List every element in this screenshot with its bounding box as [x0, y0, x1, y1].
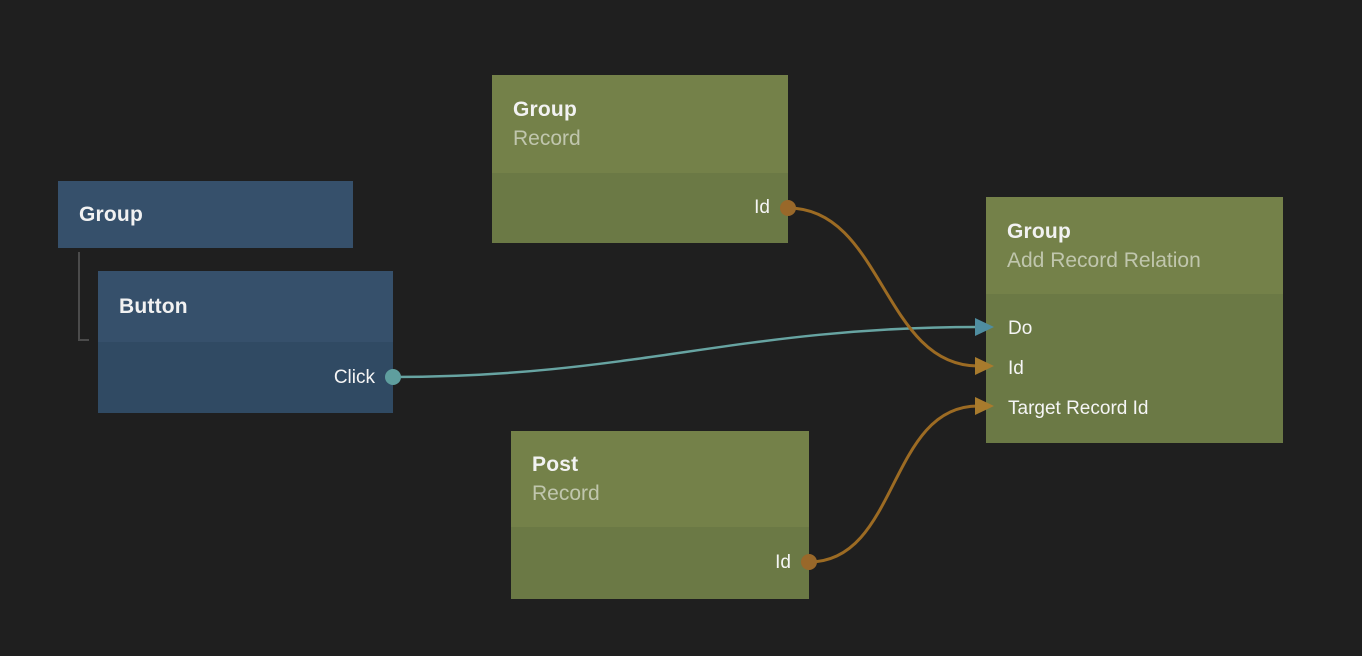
input-row-id[interactable]: Id	[986, 349, 1283, 389]
port-label: Do	[1008, 317, 1033, 339]
node-header: Group Record	[492, 75, 788, 173]
port-label: Target Record Id	[1008, 397, 1149, 419]
input-arrow-do[interactable]	[975, 318, 994, 336]
node-header: Button	[98, 271, 393, 342]
input-arrow-id[interactable]	[975, 357, 994, 375]
wire-click-to-do[interactable]	[392, 325, 979, 379]
node-title: Group	[513, 98, 577, 121]
output-row-id[interactable]: Id	[511, 543, 809, 583]
node-header: Post Record	[511, 431, 809, 527]
wire-group-id-to-id[interactable]	[787, 206, 979, 368]
port-label: Id	[775, 552, 791, 573]
wire-post-id-to-target-record-id[interactable]	[808, 404, 979, 564]
output-row-id[interactable]: Id	[492, 188, 788, 228]
node-group-container[interactable]: Group	[58, 181, 353, 248]
node-group-add-record-relation[interactable]: Group Add Record Relation Do Id Target R…	[986, 197, 1283, 443]
node-header: Group	[58, 181, 353, 248]
port-label: Click	[333, 366, 375, 388]
node-subtitle: Add Record Relation	[1007, 248, 1201, 272]
node-subtitle: Record	[532, 482, 600, 505]
node-button[interactable]: Button Click	[98, 271, 393, 413]
node-title: Group	[1007, 219, 1071, 243]
port-label: Id	[1008, 357, 1024, 379]
node-header: Group Add Record Relation	[986, 197, 1283, 294]
input-row-target-record-id[interactable]: Target Record Id	[986, 389, 1283, 429]
node-title: Button	[119, 295, 188, 318]
output-port-group-record-id[interactable]	[780, 200, 796, 216]
input-arrow-target-record-id[interactable]	[975, 397, 994, 415]
node-title: Group	[79, 203, 143, 226]
port-label: Id	[754, 197, 770, 218]
output-port-click[interactable]	[385, 369, 401, 385]
node-subtitle: Record	[513, 127, 581, 150]
node-body: Do Id Target Record Id	[986, 294, 1283, 443]
input-row-do[interactable]: Do	[986, 309, 1283, 349]
parent-child-link-line	[78, 252, 89, 341]
output-port-post-record-id[interactable]	[801, 554, 817, 570]
node-post-record[interactable]: Post Record Id	[511, 431, 809, 599]
node-group-record[interactable]: Group Record Id	[492, 75, 788, 243]
output-row-click[interactable]: Click	[98, 358, 393, 398]
node-body: Click	[98, 342, 393, 413]
node-body: Id	[492, 173, 788, 243]
node-title: Post	[532, 453, 579, 476]
node-body: Id	[511, 527, 809, 599]
